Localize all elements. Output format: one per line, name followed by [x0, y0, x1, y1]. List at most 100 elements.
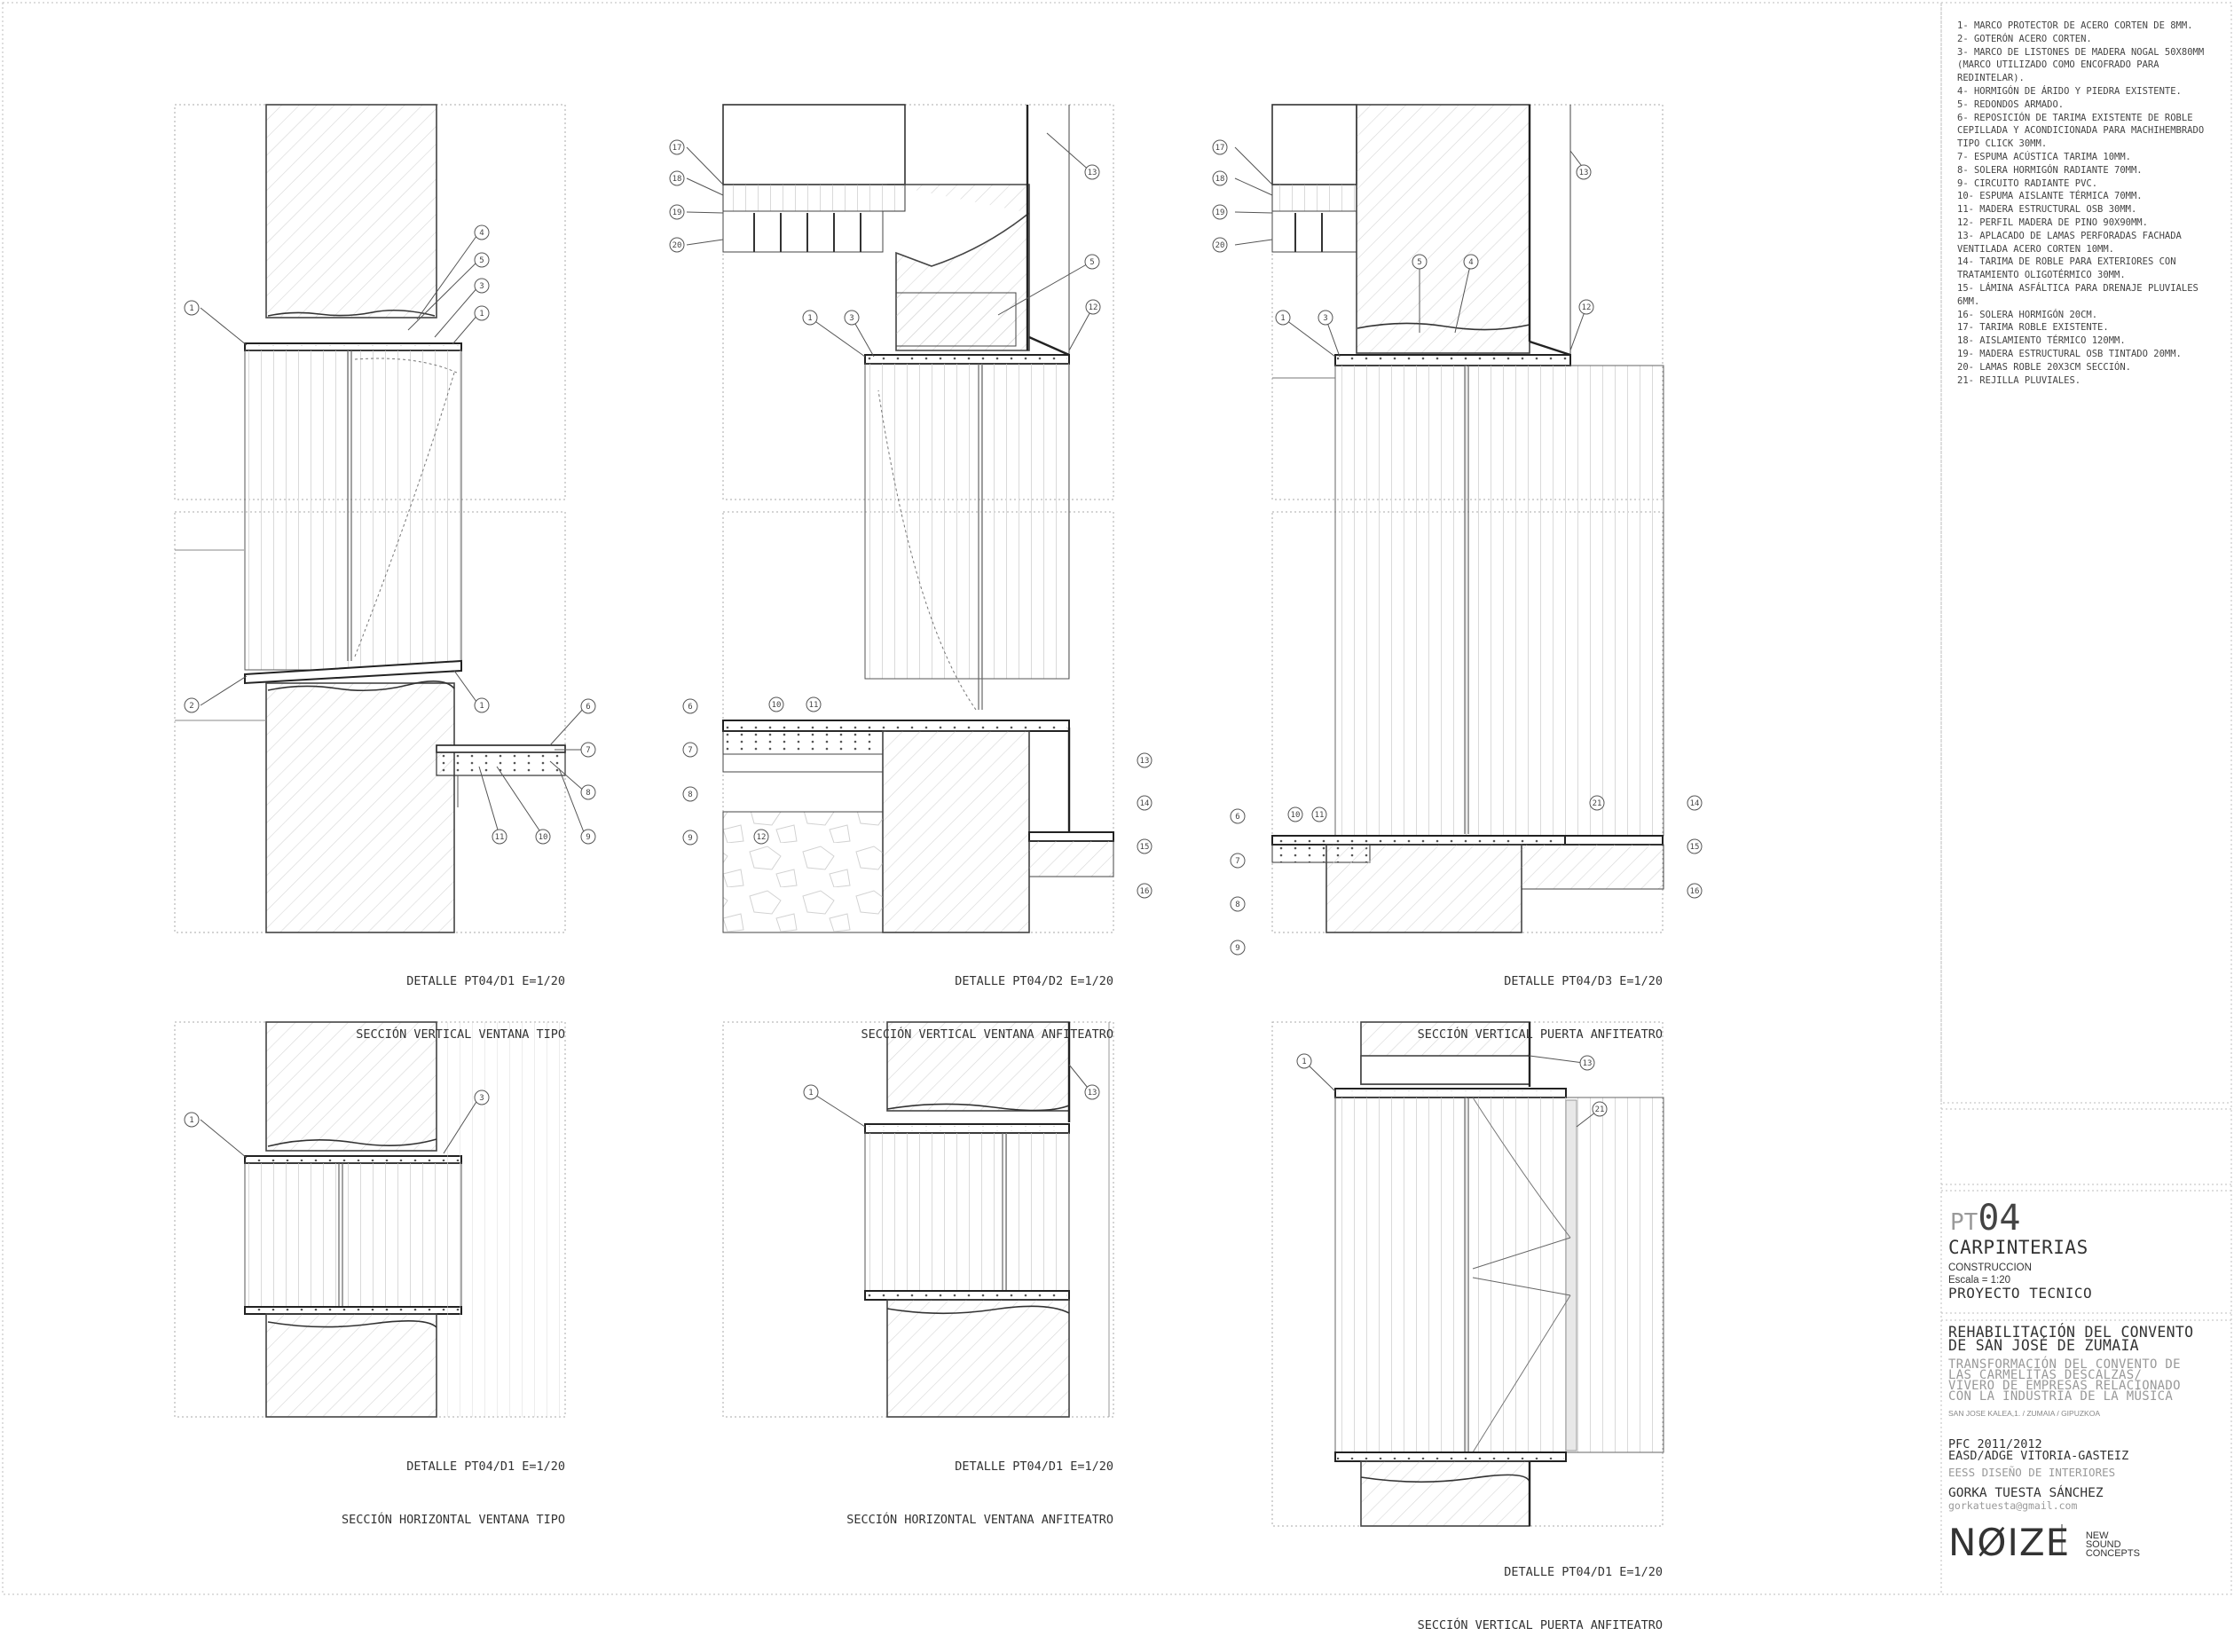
legend-item: 20- LAMAS ROBLE 20X3CM SECCIÓN.	[1957, 361, 2131, 373]
detail-caption-d3: DETALLE PT04/D3 E=1/20 SECCIÓN VERTICAL …	[1308, 937, 1663, 1061]
callout-bubble: 10	[535, 829, 551, 845]
callout-number: 10	[1291, 811, 1301, 820]
author-name: GORKA TUESTA SÁNCHEZ	[1948, 1486, 2104, 1500]
callout-bubble: 5	[1084, 254, 1100, 270]
legend-item: 1- MARCO PROTECTOR DE ACERO CORTEN DE 8M…	[1957, 20, 2193, 31]
callout-bubble: 12	[1085, 299, 1101, 315]
legend-item: 19- MADERA ESTRUCTURAL OSB TINTADO 20MM.	[1957, 348, 2182, 359]
callout-number: 13	[1579, 169, 1589, 177]
callout-bubble: 18	[1212, 170, 1228, 186]
callout-bubble: 3	[1318, 310, 1333, 326]
callout-number: 7	[1235, 857, 1239, 866]
callout-number: 1	[479, 702, 484, 711]
callout-bubble: 13	[1576, 164, 1592, 180]
callout-bubble: 3	[844, 310, 860, 326]
callout-number: 3	[479, 1094, 484, 1103]
legend-item: 13- APLACADO DE LAMAS PERFORADAS FACHADA…	[1957, 230, 2182, 255]
sheet-code: PT04	[1950, 1198, 2232, 1239]
callout-bubble: 20	[669, 237, 685, 253]
detail-caption-title: SECCIÓN HORIZONTAL VENTANA ANFITEATRO	[846, 1513, 1113, 1527]
callout-number: 7	[688, 746, 692, 755]
callout-bubble: 5	[474, 252, 490, 268]
legend-item: 3- MARCO DE LISTONES DE MADERA NOGAL 50X…	[1957, 46, 2205, 84]
callout-bubble: 4	[474, 224, 490, 240]
callout-number: 9	[688, 834, 692, 843]
callout-number: 1	[189, 304, 193, 313]
callout-bubbles: 1 4 5 3 1 2 1 6 7 8 9 10 11 17 18 19 20 …	[184, 139, 1703, 1128]
callout-number: 18	[1215, 175, 1225, 184]
callout-number: 6	[1235, 813, 1239, 822]
detail-caption-title: SECCIÓN VERTICAL VENTANA ANFITEATRO	[861, 1027, 1113, 1042]
callout-bubble: 19	[669, 204, 685, 220]
callout-bubble: 1	[474, 697, 490, 713]
callout-bubble: 13	[1084, 164, 1100, 180]
legend-item: 4- HORMIGÓN DE ÁRIDO Y PIEDRA EXISTENTE.	[1957, 85, 2182, 97]
callout-number: 12	[1582, 303, 1592, 312]
callout-number: 3	[849, 314, 853, 323]
callout-number: 8	[586, 789, 590, 798]
callout-bubble: 8	[1230, 896, 1246, 912]
callout-bubble: 13	[1579, 1055, 1595, 1071]
callout-bubble: 7	[1230, 853, 1246, 869]
detail-caption-ref: DETALLE PT04/D1 E=1/20	[955, 1459, 1113, 1474]
callout-number: 10	[772, 701, 782, 710]
project-course: PFC 2011/2012 EASD/ADGE VITORIA-GASTEIZ	[1948, 1437, 2129, 1463]
callout-bubble: 16	[1137, 883, 1152, 899]
callout-bubble: 14	[1137, 795, 1152, 811]
callout-bubble: 13	[1084, 1084, 1100, 1100]
callout-number: 15	[1690, 843, 1700, 852]
callout-bubble: 5	[1412, 254, 1428, 270]
callout-bubble: 6	[1230, 808, 1246, 824]
callout-number: 16	[1140, 887, 1150, 896]
callout-number: 19	[673, 208, 682, 217]
callout-bubble: 1	[184, 300, 200, 316]
callout-number: 3	[479, 282, 484, 291]
drawing-sheet: 1 4 5 3 1 2 1 6 7 8 9 10 11 17 18 19 20 …	[2, 2, 2232, 1595]
sheet-code-prefix: PT	[1950, 1209, 1978, 1236]
callout-number: 20	[673, 241, 682, 250]
detail-caption-title: SECCIÓN VERTICAL VENTANA TIPO	[356, 1027, 565, 1042]
callout-bubble: 3	[474, 278, 490, 294]
callout-number: 11	[1315, 811, 1325, 820]
callout-number: 12	[1089, 303, 1098, 312]
callout-bubble: 3	[474, 1090, 490, 1105]
callout-bubble: 1	[1275, 310, 1291, 326]
detail-caption-ref: DETALLE PT04/D3 E=1/20	[1504, 974, 1663, 988]
callout-bubble: 6	[682, 698, 698, 714]
callout-bubble: 10	[1287, 806, 1303, 822]
callout-bubble: 15	[1687, 838, 1703, 854]
sheet-code-number: 04	[1978, 1198, 2021, 1239]
sheet-title: CARPINTERIAS	[1948, 1237, 2088, 1258]
callout-bubble: 9	[580, 829, 596, 845]
callout-bubble: 21	[1592, 1101, 1608, 1117]
callout-number: 4	[479, 229, 484, 238]
detail-caption-ref: DETALLE PT04/D2 E=1/20	[955, 974, 1113, 988]
project-description: TRANSFORMACIÓN DEL CONVENTO DE LAS CARME…	[1948, 1357, 2181, 1404]
legend-item: 18- AISLAMIENTO TÉRMICO 120MM.	[1957, 335, 2126, 347]
callout-number: 2	[189, 702, 193, 711]
legend-item: 11- MADERA ESTRUCTURAL OSB 30MM.	[1957, 204, 2137, 216]
callout-number: 6	[688, 703, 692, 712]
callout-number: 12	[757, 833, 767, 842]
detail-caption-d4: DETALLE PT04/D1 E=1/20 SECCIÓN HORIZONTA…	[264, 1422, 565, 1546]
legend-item: 10- ESPUMA AISLANTE TÉRMICA 70MM.	[1957, 191, 2143, 202]
callout-bubble: 12	[753, 829, 769, 845]
callout-number: 18	[673, 175, 682, 184]
detail-caption-title: SECCIÓN HORIZONTAL VENTANA TIPO	[342, 1513, 565, 1527]
project-specialty: EESS DISEÑO DE INTERIORES	[1948, 1466, 2116, 1479]
callout-bubble: 1	[184, 1112, 200, 1128]
callout-bubble: 18	[669, 170, 685, 186]
callout-bubble: 9	[1230, 940, 1246, 956]
callout-bubble: 11	[806, 696, 822, 712]
callout-bubble: 19	[1212, 204, 1228, 220]
callout-number: 15	[1140, 843, 1150, 852]
callout-number: 9	[586, 833, 590, 842]
detail-d1	[174, 104, 566, 933]
callout-number: 1	[1280, 314, 1285, 323]
callout-number: 4	[1468, 258, 1473, 267]
callout-number: 5	[1417, 258, 1421, 267]
callout-number: 17	[1215, 144, 1225, 153]
callout-number: 1	[479, 310, 484, 319]
detail-caption-ref: DETALLE PT04/D1 E=1/20	[1504, 1565, 1663, 1579]
callout-number: 7	[586, 746, 590, 755]
